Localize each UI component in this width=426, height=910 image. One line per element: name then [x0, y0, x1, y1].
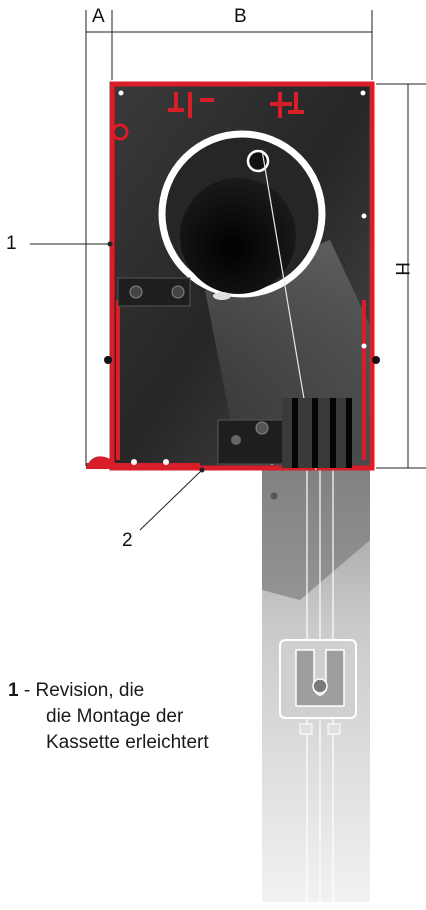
screw-icon: [270, 492, 278, 500]
hinge-bottom-left: [86, 456, 114, 468]
hinge-top-left: [111, 123, 129, 141]
seal-icon: [104, 356, 112, 364]
caption-line-1: Revision, die: [35, 680, 145, 701]
bracket-left: [117, 277, 191, 307]
dimension-lines: [85, 10, 426, 469]
rivet-icon: [118, 90, 124, 96]
guide-rail-shadow: [262, 470, 370, 600]
bracket-bottom: [217, 419, 291, 465]
rivet-icon: [163, 459, 169, 465]
caption-separator: -: [23, 680, 31, 701]
callout-lines: [30, 241, 205, 531]
shutter-slats: [282, 398, 352, 468]
rivet-icon: [131, 459, 137, 465]
rivet-icon: [360, 90, 366, 96]
caption-line-2: die Montage der: [46, 706, 184, 727]
roller-tube-bore: [180, 178, 296, 294]
dimension-label-a: A: [92, 6, 105, 27]
caption-line-3: Kassette erleichtert: [46, 732, 209, 753]
caption: 1 - Revision, die die Montage der Kasset…: [8, 678, 209, 756]
tape-clip: [213, 292, 231, 300]
rivet-icon: [361, 343, 367, 349]
callout-label-2: 2: [122, 530, 133, 551]
dimension-label-h: H: [391, 262, 412, 276]
bottom-bar-profile: [279, 639, 357, 735]
dimension-label-b: B: [234, 6, 247, 27]
seal-icon: [372, 356, 380, 364]
callout-label-1: 1: [6, 233, 17, 254]
rivet-icon: [361, 213, 367, 219]
caption-number: 1: [8, 680, 19, 701]
